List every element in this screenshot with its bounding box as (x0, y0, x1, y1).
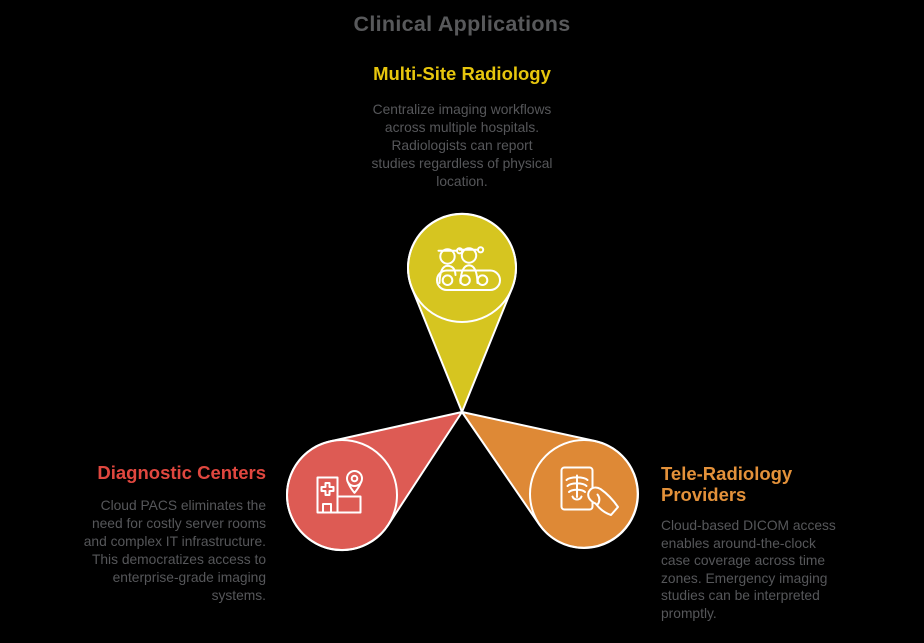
petal-multi-site-shape (407, 212, 517, 413)
section-heading-diagnostic-centers: Diagnostic Centers (97, 462, 266, 483)
petal-multi-site-ring (407, 213, 517, 323)
petal-tele-radiology-shape (461, 411, 639, 549)
section-heading-tele-radiology: Tele-Radiology Providers (661, 463, 793, 505)
hand-shape (587, 486, 619, 516)
xray-tablet-hand-icon (560, 466, 619, 516)
section-body-diagnostic-centers: Cloud PACS eliminates the need for costl… (83, 498, 266, 603)
hospital-location-icon (316, 470, 363, 514)
petal-multi-site (407, 212, 517, 413)
section-body-multi-site: Centralize imaging workflows across mult… (371, 102, 553, 189)
petal-diagnostic-centers-ring (286, 439, 398, 551)
radiologists-team-icon (436, 246, 501, 291)
section-heading-multi-site: Multi-Site Radiology (373, 63, 551, 84)
petal-tele-radiology-ring (529, 439, 639, 549)
page-title: Clinical Applications (353, 12, 571, 36)
section-diagnostic-centers: Diagnostic Centers Cloud PACS eliminates… (0, 463, 266, 605)
petal-tele-radiology (461, 411, 639, 549)
section-body-tele-radiology: Cloud-based DICOM access enables around-… (661, 518, 836, 621)
petal-diagnostic-centers (286, 411, 463, 552)
petal-diagnostic-centers-shape (286, 411, 463, 552)
section-tele-radiology: Tele-Radiology Providers Cloud-based DIC… (661, 463, 911, 623)
